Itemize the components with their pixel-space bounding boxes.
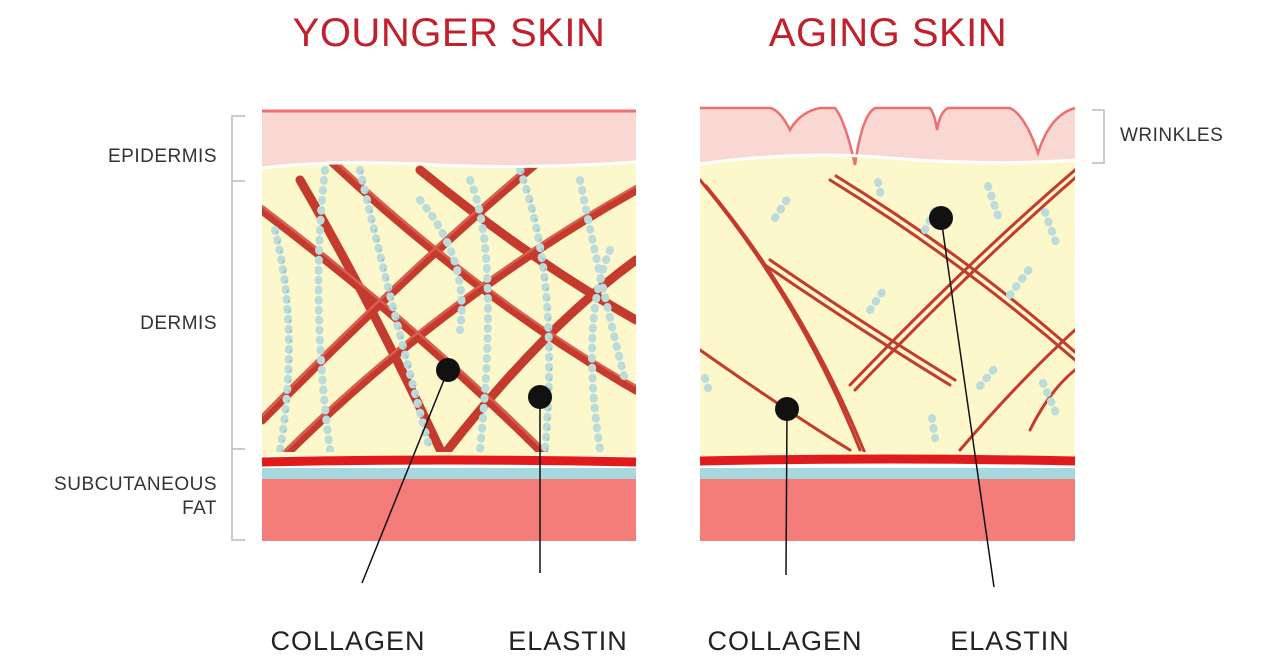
aging-skin-panel: [700, 108, 1075, 541]
younger-skin-title: YOUNGER SKIN: [293, 11, 606, 55]
subcutaneous-label: SUBCUTANEOUS: [54, 474, 217, 495]
younger-epidermis: [262, 110, 636, 168]
younger-fat-layer: [262, 478, 636, 541]
aging-skin-title: AGING SKIN: [769, 11, 1007, 55]
younger-collagen-label: COLLAGEN: [270, 626, 425, 656]
younger-skin-panel: [262, 110, 636, 541]
younger-collagen-pointer-dot: [436, 358, 460, 382]
aging-elastin-pointer-dot: [929, 206, 953, 230]
epidermis-label: EPIDERMIS: [108, 146, 217, 167]
aging-collagen-label: COLLAGEN: [707, 626, 862, 656]
fat-label: FAT: [182, 498, 217, 519]
wrinkles-label: WRINKLES: [1120, 125, 1223, 146]
aging-fat-layer: [700, 478, 1075, 541]
dermis-label: DERMIS: [140, 313, 217, 334]
younger-elastin-pointer-dot: [528, 385, 552, 409]
aging-collagen-pointer-dot: [775, 397, 799, 421]
younger-elastin-label: ELASTIN: [508, 626, 628, 656]
aging-blood-vessel: [700, 459, 1075, 461]
aging-fat-line: [700, 468, 1075, 479]
younger-blood-vessel: [262, 460, 636, 462]
younger-fat-line: [262, 468, 636, 479]
aging-elastin-label: ELASTIN: [950, 626, 1070, 656]
